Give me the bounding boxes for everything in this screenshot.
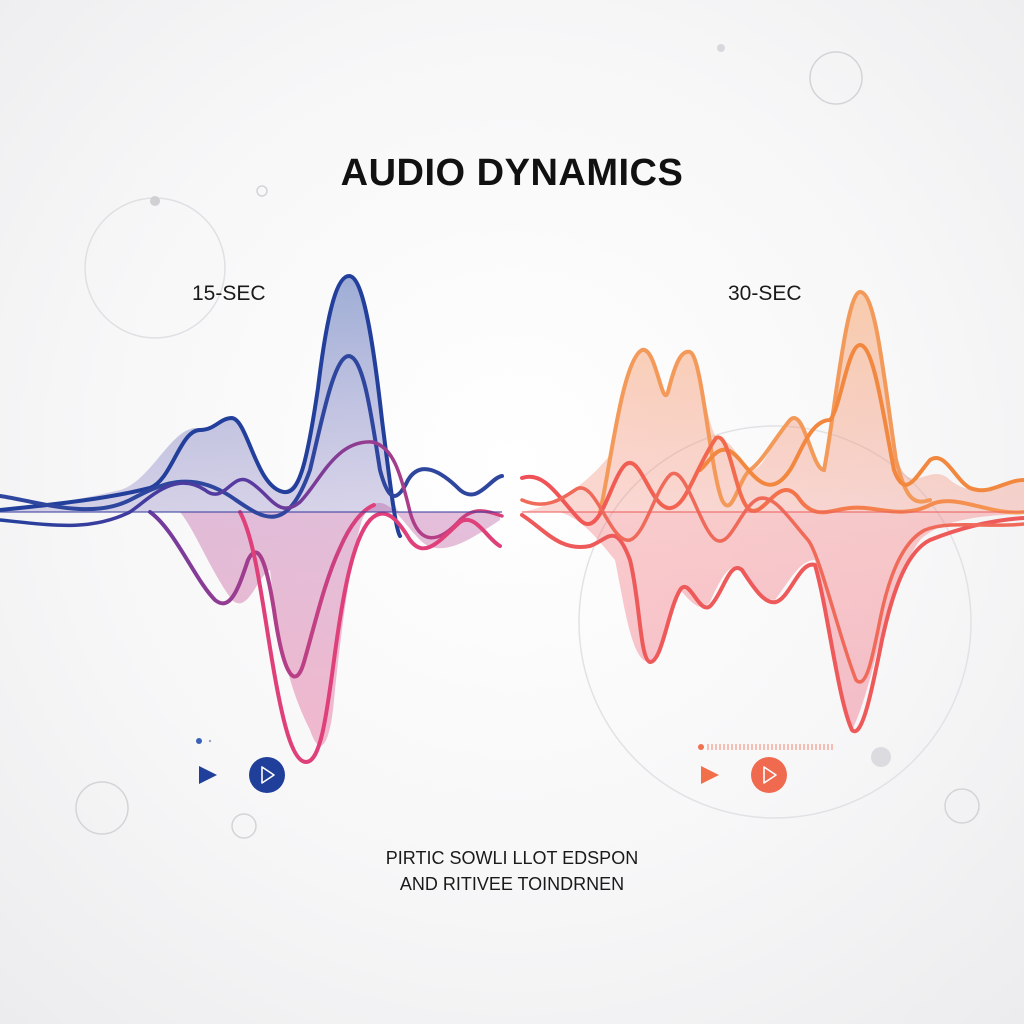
wave-line-left-3 — [0, 440, 504, 540]
decor-circle — [944, 788, 980, 824]
decor-circle — [84, 197, 226, 339]
controls-right — [698, 744, 833, 793]
play-circle-button[interactable] — [751, 757, 787, 793]
wave-line-left-2 — [0, 353, 504, 519]
wave-line-right-2 — [698, 342, 1024, 493]
background-decoration — [75, 44, 980, 839]
wave-fill-right-lower — [560, 512, 1024, 730]
wave-line-right-5 — [520, 471, 1024, 684]
play-circle-button[interactable] — [249, 757, 285, 793]
wave-line-right-4 — [520, 513, 1024, 734]
decor-dot — [150, 196, 160, 206]
progress-track-icon[interactable] — [698, 744, 833, 750]
decor-circle — [256, 185, 268, 197]
play-circle-icon — [261, 766, 275, 784]
decor-dot — [871, 747, 891, 767]
wave-line-left-5 — [238, 510, 502, 765]
caption-line-2: AND RITIVEE TOINDRNEN — [399, 874, 625, 894]
play-icon[interactable] — [199, 766, 217, 784]
waveform-left — [0, 273, 504, 765]
page-title: AUDIO DYNAMICS — [340, 152, 684, 194]
waveform-right — [520, 289, 1024, 734]
panel-label-30-sec: 30-SEC — [728, 282, 802, 305]
wave-line-left-1 — [0, 273, 402, 538]
wave-line-left-4 — [148, 503, 376, 679]
decor-dot — [717, 44, 725, 52]
decor-circle-large — [578, 425, 972, 819]
caption: PIRTIC SOWLI LLOT EDSPON AND RITIVEE TOI… — [0, 845, 1024, 897]
progress-dot-icon — [196, 738, 202, 744]
caption-line-1: PIRTIC SOWLI LLOT EDSPON — [385, 848, 639, 868]
wave-fill-right-upper — [522, 292, 1024, 512]
play-circle-icon — [763, 766, 777, 784]
decor-circle — [75, 781, 129, 835]
controls-left — [196, 738, 285, 793]
decor-circle — [231, 813, 257, 839]
decor-circle — [809, 51, 863, 105]
play-icon[interactable] — [701, 766, 719, 784]
panel-label-15-sec: 15-SEC — [192, 282, 266, 305]
wave-fill-left-upper — [0, 276, 400, 512]
progress-dot-icon — [208, 739, 212, 743]
